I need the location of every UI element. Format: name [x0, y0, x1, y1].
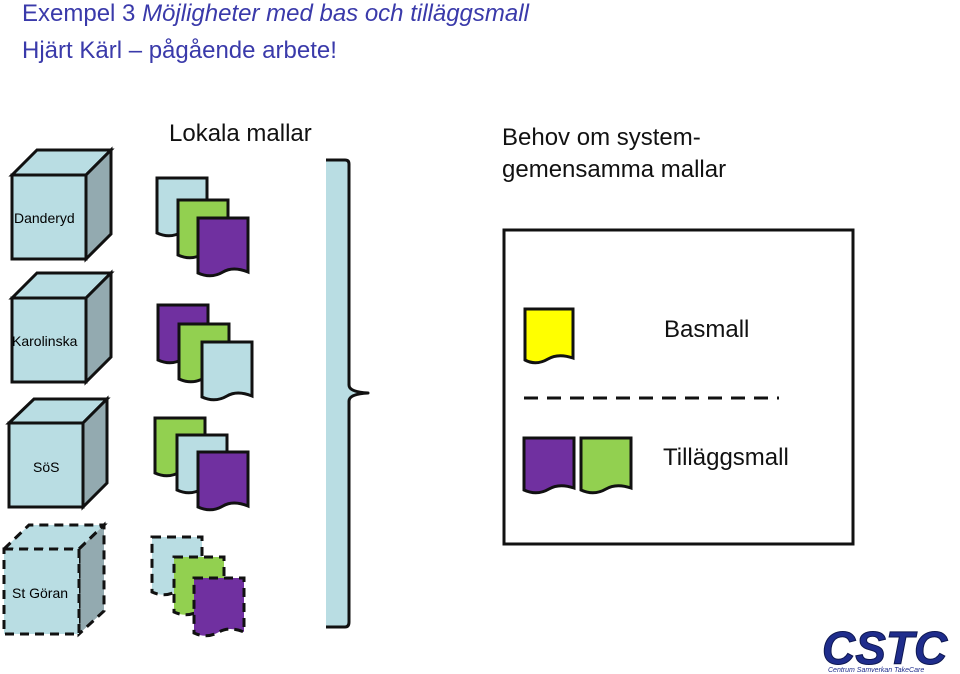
hospital-cube-danderyd: [8, 146, 115, 263]
addon-template-doc-green: [579, 436, 633, 495]
local-templates-heading: Lokala mallar: [169, 120, 312, 147]
hospital-cube-st-goran: [0, 521, 108, 638]
logo-text: CSTC: [822, 622, 948, 674]
page-title: Exempel 3 Möjligheter med bas och tilläg…: [22, 0, 529, 28]
cstc-logo: CSTC Centrum Samverkan TakeCare: [822, 622, 949, 674]
hospital-label-sos: SöS: [33, 459, 60, 475]
addon-template-doc-purple: [522, 436, 576, 495]
hospital-label-st-goran: St Göran: [12, 585, 69, 601]
base-template-label: Basmall: [664, 316, 750, 343]
hospital-cube-sos: [5, 395, 111, 511]
title-italic: Möjligheter med bas och tilläggsmall: [142, 0, 529, 27]
hospital-cube-karolinska: [8, 269, 115, 386]
grouping-brace: [326, 158, 370, 629]
title-prefix: Exempel 3: [22, 0, 136, 27]
local-template-stack-sos: [153, 416, 250, 512]
addon-template-label: Tilläggsmall: [663, 444, 789, 471]
page-subtitle: Hjärt Kärl – pågående arbete!: [22, 37, 337, 64]
local-template-stack-danderyd: [155, 176, 250, 278]
base-template-doc: [523, 307, 575, 365]
system-heading-line1: Behov om system-: [502, 124, 701, 151]
local-template-stack-karolinska: [156, 303, 254, 402]
logo-tagline: Centrum Samverkan TakeCare: [828, 667, 924, 674]
hospital-label-karolinska: Karolinska: [12, 333, 78, 349]
system-template-box: [502, 228, 855, 546]
hospital-label-danderyd: Danderyd: [14, 210, 75, 226]
local-template-stack-st-goran: [150, 535, 246, 638]
system-templates-heading: Behov om system- gemensamma mallar: [502, 122, 726, 186]
system-heading-line2: gemensamma mallar: [502, 156, 727, 183]
